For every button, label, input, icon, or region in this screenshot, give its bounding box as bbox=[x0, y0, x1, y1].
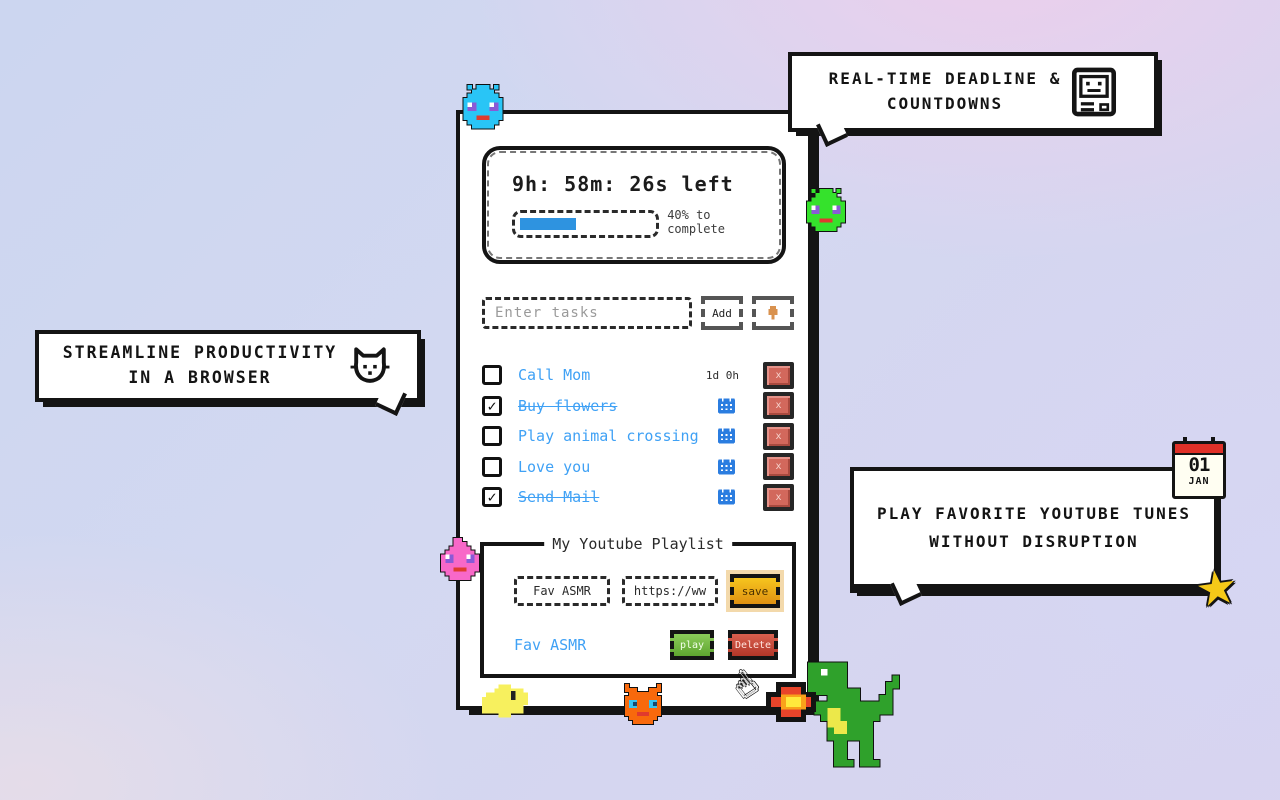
calendar-icon[interactable] bbox=[718, 459, 735, 475]
play-button[interactable]: play bbox=[670, 630, 714, 660]
task-input[interactable] bbox=[482, 297, 692, 329]
calendar-01-jan-icon: 01 JAN bbox=[1172, 437, 1226, 499]
task-label: Love you bbox=[518, 457, 591, 476]
task-list: Call Mom 1d 0h x ✓ Buy flowers x Play an… bbox=[482, 360, 794, 513]
task-checkbox[interactable] bbox=[482, 426, 502, 447]
streamline-callout-text: STREAMLINE PRODUCTIVITY IN A BROWSER bbox=[62, 343, 338, 387]
orange-blob-creature bbox=[625, 684, 661, 724]
progress-bar-fill bbox=[520, 218, 577, 230]
playlist-title: My Youtube Playlist bbox=[544, 535, 732, 553]
playlist-item-name: Fav ASMR bbox=[514, 636, 587, 654]
task-row: Play animal crossing x bbox=[482, 421, 794, 452]
deadline-callout-bubble: REAL-TIME DEADLINE & COUNTDOWNS bbox=[788, 52, 1158, 147]
progress-caption: 40% to complete bbox=[667, 208, 725, 236]
green-dino-creature bbox=[808, 662, 899, 767]
delete-task-button[interactable]: x bbox=[763, 483, 794, 511]
green-blob-creature bbox=[807, 189, 845, 231]
task-row: Love you x bbox=[482, 452, 794, 483]
calendar-icon[interactable] bbox=[718, 428, 735, 444]
bubble-tail bbox=[890, 574, 922, 606]
retro-computer-icon bbox=[1072, 67, 1117, 117]
delete-playlist-button[interactable]: Delete bbox=[728, 630, 778, 660]
task-row: ✓ Send Mail x bbox=[482, 482, 794, 513]
delete-task-button[interactable]: x bbox=[763, 361, 794, 389]
task-checkbox[interactable] bbox=[482, 365, 502, 386]
task-checkbox[interactable]: ✓ bbox=[482, 487, 502, 508]
delete-task-button[interactable]: x bbox=[763, 453, 794, 481]
delete-task-button[interactable]: x bbox=[763, 392, 794, 420]
star-icon: ★ bbox=[1191, 541, 1242, 624]
cat-icon bbox=[350, 347, 390, 383]
youtube-callout-text: PLAY FAVORITE YOUTUBE TUNES WITHOUT DISR… bbox=[876, 504, 1192, 551]
save-playlist-button[interactable]: save bbox=[730, 574, 780, 608]
delete-task-button[interactable]: x bbox=[763, 422, 794, 450]
pink-blob-creature bbox=[441, 538, 479, 580]
youtube-callout-bubble: PLAY FAVORITE YOUTUBE TUNES WITHOUT DISR… bbox=[850, 437, 1241, 623]
calendar-red-header bbox=[1175, 437, 1223, 455]
task-label: Buy flowers bbox=[518, 396, 618, 415]
task-label: Send Mail bbox=[518, 488, 600, 507]
streamline-callout-bubble: STREAMLINE PRODUCTIVITY IN A BROWSER bbox=[35, 330, 421, 416]
playlist-name-input[interactable] bbox=[514, 576, 610, 606]
task-due-time: 1d 0h bbox=[705, 368, 739, 382]
time-remaining: 9h: 58m: 26s left bbox=[512, 172, 734, 196]
bell-icon bbox=[768, 305, 778, 319]
playlist-url-input[interactable] bbox=[622, 576, 718, 606]
playlist-item: Fav ASMR play Delete bbox=[514, 630, 780, 660]
calendar-icon[interactable] bbox=[718, 398, 735, 414]
task-label: Call Mom bbox=[518, 366, 591, 385]
calendar-icon[interactable] bbox=[718, 489, 735, 505]
task-row: Call Mom 1d 0h x bbox=[482, 360, 794, 391]
countdown-panel: 9h: 58m: 26s left 40% to complete bbox=[482, 146, 786, 264]
progress-bar bbox=[512, 210, 660, 238]
deadline-callout-text: REAL-TIME DEADLINE & COUNTDOWNS bbox=[828, 69, 1062, 113]
task-checkbox[interactable] bbox=[482, 456, 502, 477]
flame-icon bbox=[766, 682, 816, 722]
blue-blob-creature bbox=[463, 85, 503, 129]
task-checkbox[interactable]: ✓ bbox=[482, 395, 502, 416]
todo-app-window: 9h: 58m: 26s left 40% to complete Add Ca… bbox=[456, 110, 812, 710]
task-label: Play animal crossing bbox=[518, 427, 699, 446]
yellow-fish-creature bbox=[482, 684, 528, 718]
task-row: ✓ Buy flowers x bbox=[482, 391, 794, 422]
youtube-playlist-panel: My Youtube Playlist save Fav ASMR play D… bbox=[480, 535, 796, 678]
bell-button[interactable] bbox=[752, 296, 794, 330]
bubble-tail bbox=[816, 115, 848, 147]
add-task-button[interactable]: Add bbox=[701, 296, 743, 330]
